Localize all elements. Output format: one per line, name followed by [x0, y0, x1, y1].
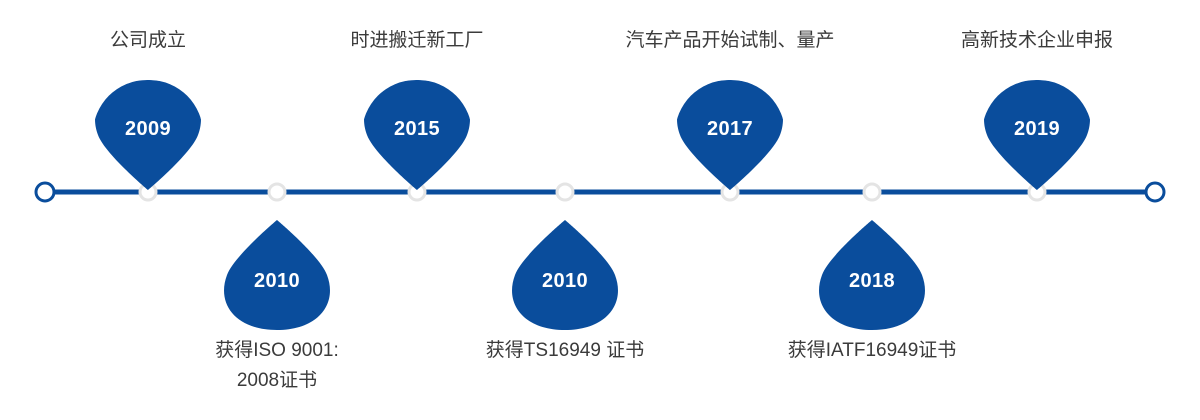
pin-marker-2010[interactable]: 2010: [510, 220, 620, 330]
caption-milestone-2009: 公司成立: [110, 26, 186, 56]
caption-milestone-2010-ts16949: 获得TS16949 证书: [486, 336, 644, 366]
pin-marker-2009[interactable]: 2009: [93, 80, 203, 190]
pin-marker-2010[interactable]: 2010: [222, 220, 332, 330]
caption-milestone-2018: 获得IATF16949证书: [788, 336, 957, 366]
pin-year-label: 2018: [848, 270, 896, 292]
pin-marker-2015[interactable]: 2015: [362, 80, 472, 190]
caption-line: 高新技术企业申报: [960, 30, 1114, 51]
axis-start-node[interactable]: [34, 181, 56, 203]
caption-line: 汽车产品开始试制、量产: [625, 30, 835, 51]
caption-milestone-2010-iso: 获得ISO 9001: 2008证书: [215, 336, 339, 396]
pin-year-label: 2015: [393, 118, 441, 140]
caption-line: 公司成立: [109, 30, 187, 51]
axis-node-6[interactable]: [862, 182, 882, 202]
pin-marker-2018[interactable]: 2018: [817, 220, 927, 330]
pin-year-label: 2019: [1013, 118, 1061, 140]
caption-line: 时进搬迁新工厂: [350, 30, 484, 51]
caption-milestone-2017: 汽车产品开始试制、量产: [625, 26, 834, 56]
axis-node-4[interactable]: [555, 182, 575, 202]
caption-line: 获得TS16949 证书: [485, 340, 645, 361]
pin-year-label: 2010: [253, 270, 301, 292]
pin-year-label: 2010: [541, 270, 589, 292]
caption-line: 2008证书: [236, 370, 318, 391]
axis-end-node[interactable]: [1144, 181, 1166, 203]
pin-marker-2019[interactable]: 2019: [982, 80, 1092, 190]
pin-year-label: 2009: [124, 118, 172, 140]
axis-node-2[interactable]: [267, 182, 287, 202]
caption-milestone-2015: 时进搬迁新工厂: [350, 26, 483, 56]
caption-line: 获得IATF16949证书: [787, 340, 957, 361]
pin-year-label: 2017: [706, 118, 754, 140]
pin-marker-2017[interactable]: 2017: [675, 80, 785, 190]
caption-milestone-2019: 高新技术企业申报: [961, 26, 1113, 56]
caption-line: 获得ISO 9001:: [215, 340, 339, 361]
